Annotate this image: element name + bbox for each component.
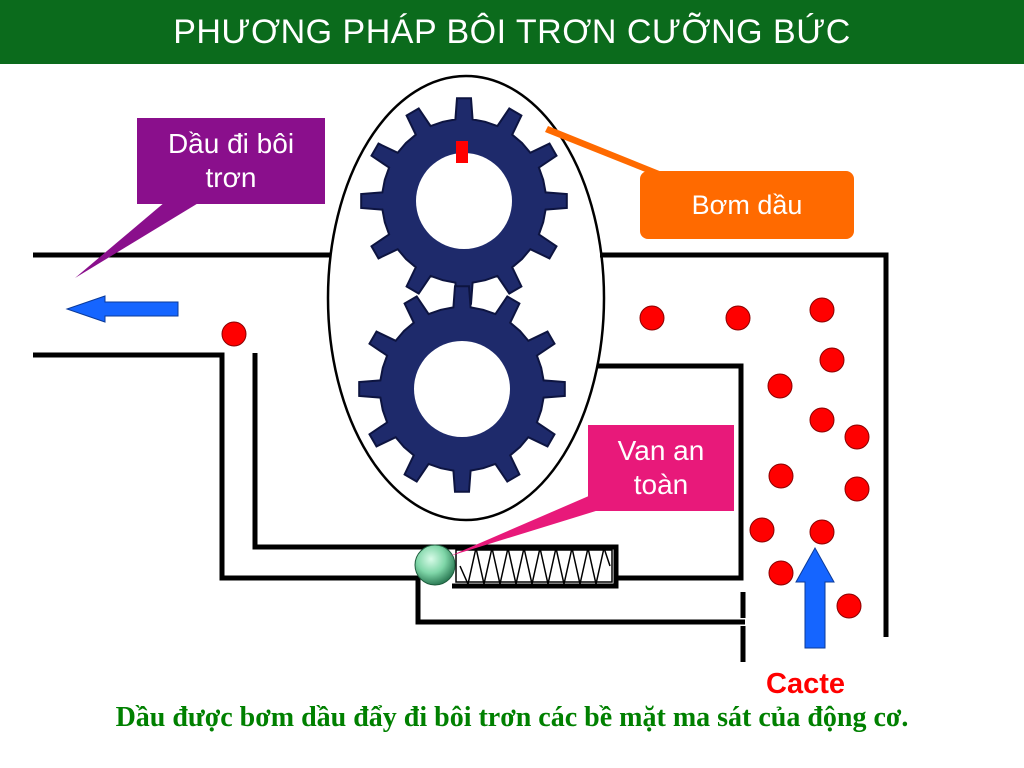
gear-top-hub-hole bbox=[416, 153, 512, 249]
callout-pump-pointer bbox=[545, 126, 668, 181]
callout-pump: Bơm dầu bbox=[640, 171, 854, 239]
title-bar: PHƯƠNG PHÁP BÔI TRƠN CƯỠNG BỨC bbox=[0, 0, 1024, 64]
callout-oil-out-line2: trơn bbox=[205, 162, 257, 193]
oil-drop bbox=[844, 476, 870, 502]
outflow-arrow bbox=[65, 295, 179, 323]
callout-valve-line2: toàn bbox=[633, 469, 689, 500]
caption: Dầu được bơm dầu đẩy đi bôi trơn các bề … bbox=[115, 702, 909, 733]
outlet-channel bbox=[33, 252, 745, 625]
inflow-arrow bbox=[795, 546, 835, 649]
page-title: PHƯƠNG PHÁP BÔI TRƠN CƯỠNG BỨC bbox=[173, 12, 851, 51]
callout-oil-out-line1: Dầu đi bôi bbox=[167, 128, 295, 160]
oil-drop bbox=[836, 593, 862, 619]
oil-drop bbox=[809, 297, 835, 323]
gear-bottom-hub-hole bbox=[414, 341, 510, 437]
oil-drop bbox=[768, 560, 794, 586]
spring-cage bbox=[455, 549, 613, 583]
oil-drop bbox=[819, 347, 845, 373]
oil-drop bbox=[768, 463, 794, 489]
pump-diagram bbox=[33, 74, 889, 662]
oil-drop bbox=[749, 517, 775, 543]
oil-drop bbox=[844, 424, 870, 450]
spring bbox=[459, 545, 611, 587]
oil-drop bbox=[221, 321, 247, 347]
driven-gear bbox=[358, 285, 566, 493]
callout-pump-label: Bơm dầu bbox=[691, 189, 803, 220]
callout-valve-pointer bbox=[450, 492, 612, 556]
oil-drop bbox=[767, 373, 793, 399]
callout-valve-line1: Van an bbox=[617, 435, 705, 467]
oil-drops bbox=[221, 297, 870, 619]
oil-drop bbox=[725, 305, 751, 331]
pump-housing bbox=[326, 74, 606, 522]
oil-drop bbox=[809, 519, 835, 545]
callout-oil-out-pointer bbox=[75, 202, 200, 278]
inlet-channel bbox=[597, 252, 889, 662]
oil-drop bbox=[639, 305, 665, 331]
cacte-label: Cacte bbox=[766, 668, 845, 700]
safety-valve bbox=[414, 544, 619, 589]
valve-chamber bbox=[418, 544, 619, 589]
drive-gear bbox=[360, 97, 568, 305]
oil-drop bbox=[809, 407, 835, 433]
valve-ball bbox=[414, 544, 456, 586]
gear-key-marker bbox=[456, 141, 468, 163]
